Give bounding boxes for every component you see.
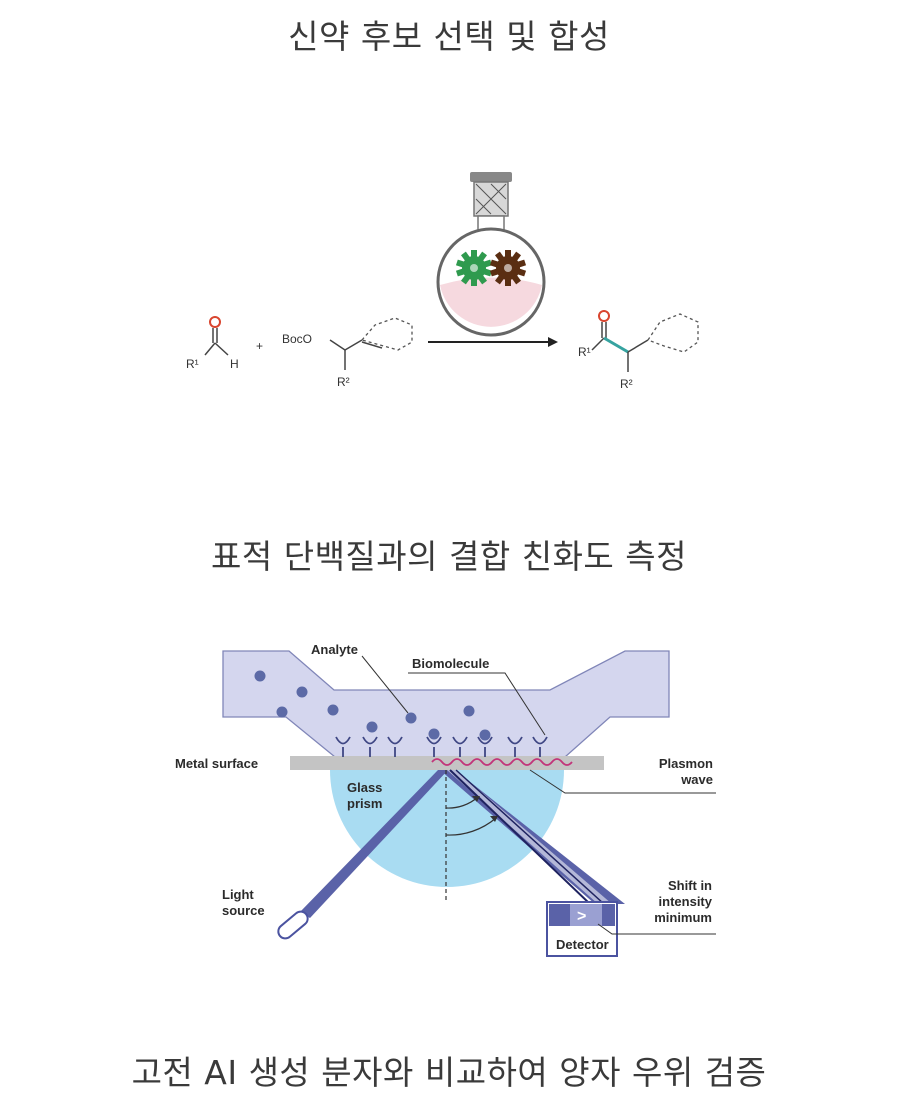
biomolecule-receptor [452,736,468,757]
shift-label-line2: intensity [659,894,713,909]
spr-diagram: > Detector Analyte Biomolecule Metal sur… [175,642,716,957]
incident-beam [300,770,448,918]
flask-icon [436,172,546,337]
plasmon-wave [431,758,573,766]
biomolecule-receptor [426,736,442,757]
detector-label: Detector [556,937,609,952]
gear-tooth [477,274,488,285]
section-title-synthesis: 신약 후보 선택 및 합성 [288,17,610,56]
analyte-label: Analyte [311,642,358,657]
r2-label: R² [337,375,350,389]
glass-prism [330,770,564,887]
gear-tooth [482,259,493,268]
gear-tooth [516,259,527,268]
r1-label: R¹ [186,357,199,371]
biomolecule-receptor [387,736,403,757]
light-source-icon [277,910,309,940]
product-molecule: R¹ R² [578,310,699,391]
gear-tooth [494,274,505,285]
boc-molecule: BocO R² [282,317,413,389]
gear-tooth [489,259,500,268]
gear-tooth [482,268,493,277]
gear-tooth [505,250,511,258]
biomolecule-receptor [532,736,548,757]
biomolecule-receptor [362,736,378,757]
product-r1-label: R¹ [578,345,591,359]
product-r2-label: R² [620,377,633,391]
gear-tooth [511,251,522,262]
aldehyde-molecule: R¹ H [186,316,239,371]
metal-surface-bar [290,756,604,770]
nickel-catalyst-gear-brown-icon [489,250,527,286]
gear-tooth [511,274,522,285]
gear-tooth [471,278,477,286]
light-label-line1: Light [222,887,254,902]
boco-label: BocO [282,332,312,346]
gear-tooth [494,251,505,262]
section-title-validation: 고전 AI 생성 분자와 비교하여 양자 우위 검증 [131,1053,767,1092]
biomolecule-receptor [477,736,493,757]
detector-arrow: > [577,908,586,925]
gear-tooth [477,251,488,262]
shift-label-line3: minimum [654,910,712,925]
plasmon-label-line1: Plasmon [659,756,713,771]
oxygen-atom [209,316,221,328]
section-title-binding: 표적 단백질과의 결합 친화도 측정 [211,537,687,576]
gear-tooth [471,250,477,258]
biomolecule-label: Biomolecule [412,656,489,671]
biomolecule-receptor [335,736,351,757]
glass-label-line2: prism [347,796,382,811]
plus-sign: + [256,339,263,353]
gear-tooth [516,268,527,277]
glass-label-line1: Glass [347,780,382,795]
h-label: H [230,357,239,371]
biomolecule-receptor [507,736,523,757]
shift-label-line1: Shift in [668,878,712,893]
plasmon-label-line2: wave [680,772,713,787]
gear-tooth [489,268,500,277]
gear-tooth [460,274,471,285]
gear-tooth [455,259,466,268]
gear-tooth [455,268,466,277]
light-label-line2: source [222,903,265,918]
gear-tooth [505,278,511,286]
nickel-catalyst-gear-green-icon [455,250,493,286]
gear-tooth [460,251,471,262]
metal-surface-label: Metal surface [175,756,258,771]
flow-cell [222,650,670,758]
